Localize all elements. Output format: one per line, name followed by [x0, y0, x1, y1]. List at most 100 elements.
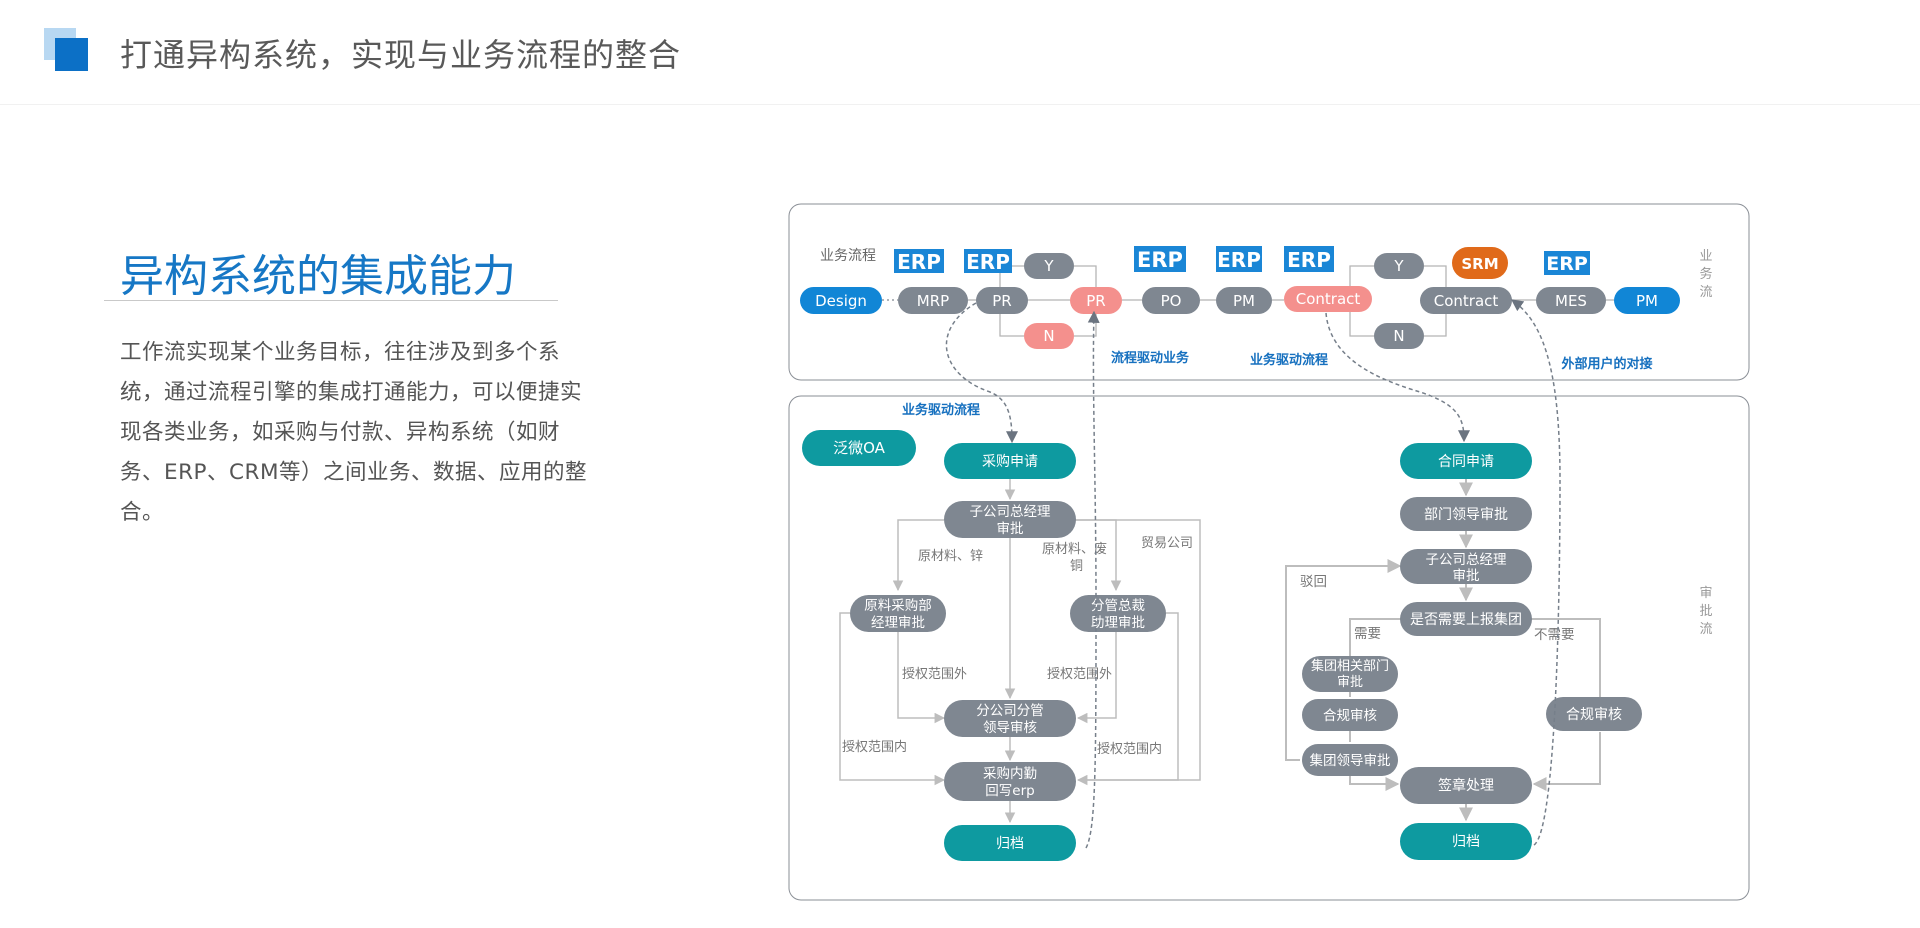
svg-text:ERP: ERP [966, 250, 1010, 274]
side-label-business-flow: 业务流 [1699, 249, 1712, 300]
node-n-2: N [1374, 323, 1424, 349]
svg-text:合规审核: 合规审核 [1566, 707, 1622, 723]
approval-flow-panel [788, 395, 1750, 901]
label-in-scope-right: 授权范围内 [1097, 741, 1162, 757]
contract-node-group-lead: 集团领导审批 [1302, 744, 1398, 776]
svg-text:集团相关部门: 集团相关部门 [1311, 658, 1389, 674]
annotation-external-users: 外部用户的对接 [1560, 356, 1652, 372]
svg-text:ERP: ERP [897, 250, 941, 274]
curve-pr-to-apply [945, 302, 1018, 444]
node-contract-erp: Contract [1284, 286, 1372, 312]
svg-text:子公司总经理: 子公司总经理 [1426, 552, 1507, 568]
proc-node-internal-erp: 采购内勤 回写erp [944, 762, 1076, 801]
label-out-of-scope-right: 授权范围外 [1047, 666, 1112, 682]
node-pr-workflow: PR [1070, 287, 1122, 314]
svg-text:ERP: ERP [1137, 248, 1183, 272]
node-contract-workflow: Contract [1420, 287, 1512, 314]
erp-logo-mrp: ERP [894, 249, 944, 274]
svg-text:MRP: MRP [917, 292, 949, 310]
svg-text:合同申请: 合同申请 [1438, 454, 1494, 470]
svg-text:采购内勤: 采购内勤 [983, 766, 1037, 782]
erp-logo-pr: ERP [964, 249, 1012, 274]
svg-text:N: N [1393, 327, 1404, 345]
erp-logo-contract: ERP [1284, 246, 1334, 272]
node-mes: MES [1536, 287, 1606, 314]
curve-archive-to-contract [1511, 299, 1561, 846]
node-pm-1: PM [1216, 287, 1272, 314]
business-flow-label: 业务流程 [820, 248, 876, 264]
erp-logo-mes: ERP [1544, 251, 1590, 275]
node-y-2: Y [1374, 253, 1424, 279]
label-out-of-scope-left: 授权范围外 [902, 666, 967, 682]
svg-text:审批: 审批 [997, 521, 1024, 537]
contract-node-apply: 合同申请 [1400, 443, 1532, 479]
svg-text:N: N [1043, 327, 1054, 345]
svg-text:Y: Y [1043, 257, 1054, 275]
svg-text:子公司总经理: 子公司总经理 [970, 504, 1051, 520]
erp-logo-pm: ERP [1216, 246, 1262, 272]
svg-text:签章处理: 签章处理 [1438, 777, 1494, 794]
contract-node-group-dept: 集团相关部门 审批 [1302, 656, 1398, 692]
node-n-1: N [1024, 323, 1074, 349]
erp-logo-po: ERP [1134, 246, 1186, 272]
node-design: Design [800, 287, 882, 314]
svg-text:分公司分管: 分公司分管 [976, 703, 1044, 719]
section-title: 异构系统的集成能力 [120, 251, 516, 302]
svg-text:PM: PM [1636, 292, 1658, 310]
page-title: 打通异构系统，实现与业务流程的整合 [120, 36, 682, 74]
svg-text:ERP: ERP [1217, 248, 1261, 272]
proc-node-vp-assistant: 分管总裁 助理审批 [1070, 595, 1166, 632]
svg-text:Contract: Contract [1434, 292, 1499, 310]
svg-text:原料采购部: 原料采购部 [864, 598, 932, 614]
business-flow-panel [788, 203, 1750, 381]
label-trade-company: 贸易公司 [1141, 536, 1193, 551]
label-raw-waste-1: 原材料、废 [1042, 541, 1107, 557]
node-mrp: MRP [898, 287, 968, 314]
svg-text:ERP: ERP [1287, 248, 1331, 272]
svg-text:回写erp: 回写erp [985, 783, 1034, 799]
proc-node-subsidiary-gm: 子公司总经理 审批 [944, 501, 1076, 538]
label-no-need: 不需要 [1534, 627, 1575, 643]
svg-text:审批: 审批 [1337, 675, 1363, 690]
node-srm: SRM [1452, 247, 1508, 279]
oa-badge: 泛微OA [802, 430, 916, 466]
annotation-process-driven: 流程驱动业务 [1111, 350, 1190, 366]
contract-node-sign: 签章处理 [1400, 767, 1532, 804]
svg-text:分管总裁: 分管总裁 [1091, 598, 1145, 614]
side-label-approval-flow: 审批流 [1699, 586, 1712, 637]
annotation-business-driven: 业务驱动流程 [1250, 352, 1328, 368]
svg-text:是否需要上报集团: 是否需要上报集团 [1410, 611, 1522, 628]
svg-text:Y: Y [1393, 257, 1404, 275]
node-pm-2: PM [1614, 287, 1680, 314]
svg-text:归档: 归档 [996, 835, 1024, 852]
svg-text:Design: Design [815, 292, 867, 310]
svg-text:PR: PR [1086, 292, 1105, 310]
contract-node-dept-lead: 部门领导审批 [1400, 497, 1532, 531]
header-divider [0, 104, 1920, 105]
proc-node-archive: 归档 [944, 825, 1076, 861]
node-po: PO [1142, 287, 1200, 314]
svg-text:审批: 审批 [1453, 568, 1480, 584]
svg-text:领导审核: 领导审核 [983, 720, 1037, 736]
approval-top-label: 业务驱动流程 [902, 402, 980, 418]
svg-text:泛微OA: 泛微OA [833, 439, 886, 457]
curve-archive-to-pr [1085, 310, 1100, 849]
svg-text:集团领导审批: 集团领导审批 [1310, 753, 1391, 769]
svg-text:助理审批: 助理审批 [1091, 615, 1145, 631]
svg-text:经理审批: 经理审批 [871, 615, 925, 631]
contract-node-subsidiary-gm: 子公司总经理 审批 [1400, 549, 1532, 584]
label-in-scope-left: 授权范围内 [842, 739, 907, 755]
svg-text:PR: PR [992, 292, 1011, 310]
label-raw-zinc: 原材料、锌 [918, 549, 983, 564]
section-description: 工作流实现某个业务目标，往往涉及到多个系统，通过流程引擎的集成打通能力，可以便捷… [120, 340, 587, 525]
section-divider [104, 300, 558, 301]
label-reject: 驳回 [1300, 574, 1327, 590]
svg-text:MES: MES [1555, 292, 1587, 310]
contract-node-compliance-right: 合规审核 [1546, 697, 1642, 731]
svg-text:采购申请: 采购申请 [982, 454, 1038, 470]
svg-text:Contract: Contract [1296, 290, 1361, 308]
svg-text:审批流: 审批流 [1699, 586, 1712, 637]
curve-contract-to-apply [1325, 312, 1470, 443]
node-y-1: Y [1024, 253, 1074, 279]
